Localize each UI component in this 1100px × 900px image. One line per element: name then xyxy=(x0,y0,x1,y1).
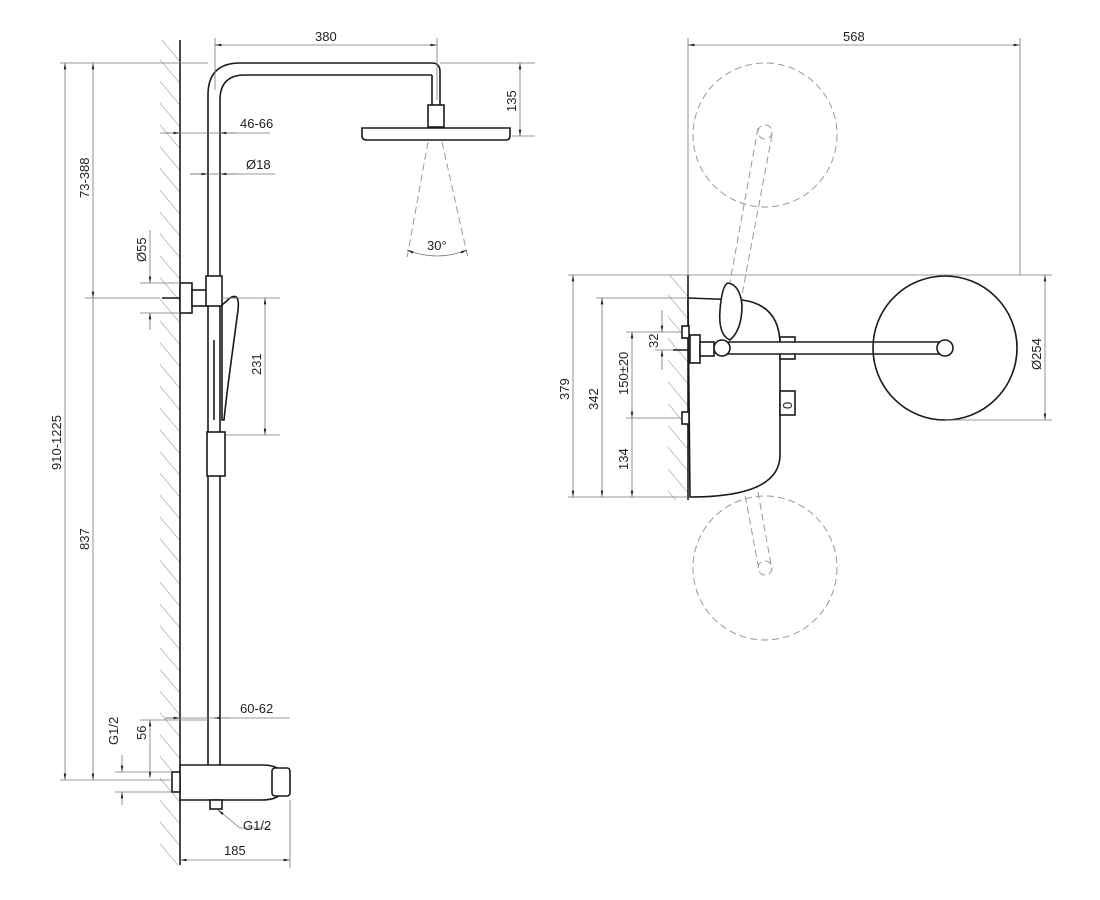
dim-231: 231 xyxy=(249,353,264,375)
thermostat-body xyxy=(179,764,286,801)
wall-hatching-top xyxy=(668,275,688,500)
shower-arm-top xyxy=(717,341,946,355)
temperature-knob xyxy=(779,390,796,416)
dim-379: 379 xyxy=(557,378,572,400)
riser-pipe-inner xyxy=(219,74,432,775)
head-connector xyxy=(427,104,445,128)
side-view: 30° 380 135 46-66 Ø18 73-388 837 910-122… xyxy=(49,29,535,868)
dim-32: 32 xyxy=(646,334,661,348)
dim-73-388: 73-388 xyxy=(77,158,92,198)
top-view: 0 568 Ø254 379 342 150±20 134 32 xyxy=(557,29,1052,641)
dim-diameter-55: Ø55 xyxy=(134,237,149,262)
dim-46-66: 46-66 xyxy=(240,116,273,131)
dim-diameter-254: Ø254 xyxy=(1029,338,1044,370)
dim-342: 342 xyxy=(586,388,601,410)
dim-568: 568 xyxy=(843,29,865,44)
spray-angle-label: 30° xyxy=(427,238,447,253)
dimensions-side: 380 135 46-66 Ø18 73-388 837 910-1225 Ø5… xyxy=(49,29,535,868)
riser-pipe-outer xyxy=(207,62,432,775)
arm-elbow xyxy=(431,62,441,105)
bottom-outlet xyxy=(209,799,223,810)
dim-185: 185 xyxy=(224,843,246,858)
lower-slider xyxy=(206,431,226,477)
wall-outlet xyxy=(179,282,193,314)
inlet-thread-label: G1/2 xyxy=(106,717,121,745)
head-position-lower xyxy=(692,495,838,641)
dim-150-20: 150±20 xyxy=(616,352,631,395)
upper-slider xyxy=(205,275,223,307)
dim-380: 380 xyxy=(315,29,337,44)
dim-134: 134 xyxy=(616,448,631,470)
dim-56: 56 xyxy=(134,726,149,740)
hand-shower xyxy=(221,295,240,421)
spray-cone xyxy=(406,141,469,259)
inlet-connector xyxy=(171,771,181,793)
knob-marking: 0 xyxy=(780,402,795,409)
dim-910-1225: 910-1225 xyxy=(49,415,64,470)
dim-135: 135 xyxy=(504,90,519,112)
shelf-handle xyxy=(718,282,743,341)
dimensions-top: 568 Ø254 379 342 150±20 134 32 xyxy=(557,29,1052,498)
dim-837: 837 xyxy=(77,528,92,550)
thermostat-knob xyxy=(271,767,291,797)
outlet-thread-label: G1/2 xyxy=(243,818,271,833)
head-position-upper xyxy=(692,62,838,208)
wall-hatching xyxy=(160,40,180,865)
dim-60-62: 60-62 xyxy=(240,701,273,716)
rain-shower-head xyxy=(361,127,511,141)
dim-diameter-18: Ø18 xyxy=(246,157,271,172)
